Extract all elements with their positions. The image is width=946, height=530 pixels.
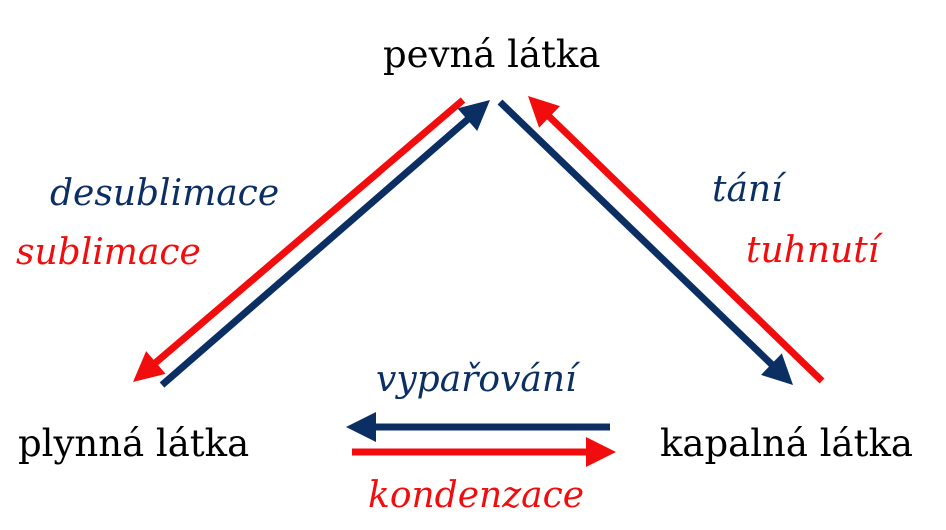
desublimation-arrow-head bbox=[457, 100, 490, 131]
solidification-arrow bbox=[528, 96, 825, 384]
solidification-arrow-head bbox=[528, 96, 560, 128]
solid-state-label: pevná látka bbox=[383, 33, 601, 76]
desublimation-arrow bbox=[159, 100, 490, 388]
condensation-label: kondenzace bbox=[368, 475, 585, 516]
melting-arrow-head bbox=[761, 353, 793, 385]
melting-arrow bbox=[497, 99, 793, 385]
sublimation-label: sublimace bbox=[16, 232, 201, 273]
sublimation-arrow bbox=[133, 97, 466, 382]
solidification-arrow-shaft bbox=[545, 112, 825, 384]
evaporation-label: vypařování bbox=[376, 359, 577, 400]
evaporation-arrow bbox=[346, 412, 610, 442]
desublimation-label: desublimace bbox=[50, 173, 280, 214]
condensation-arrow-head bbox=[586, 437, 616, 467]
melting-label: tání bbox=[712, 169, 783, 210]
solidification-label: tuhnutí bbox=[746, 230, 880, 271]
evaporation-arrow-head bbox=[346, 412, 376, 442]
desublimation-arrow-shaft bbox=[159, 115, 472, 388]
sublimation-arrow-head bbox=[133, 351, 166, 382]
melting-arrow-shaft bbox=[497, 99, 776, 369]
condensation-arrow bbox=[352, 437, 616, 467]
gas-state-label: plynná látka bbox=[18, 422, 250, 465]
sublimation-arrow-shaft bbox=[152, 97, 466, 367]
liquid-state-label: kapalná látka bbox=[660, 422, 913, 465]
